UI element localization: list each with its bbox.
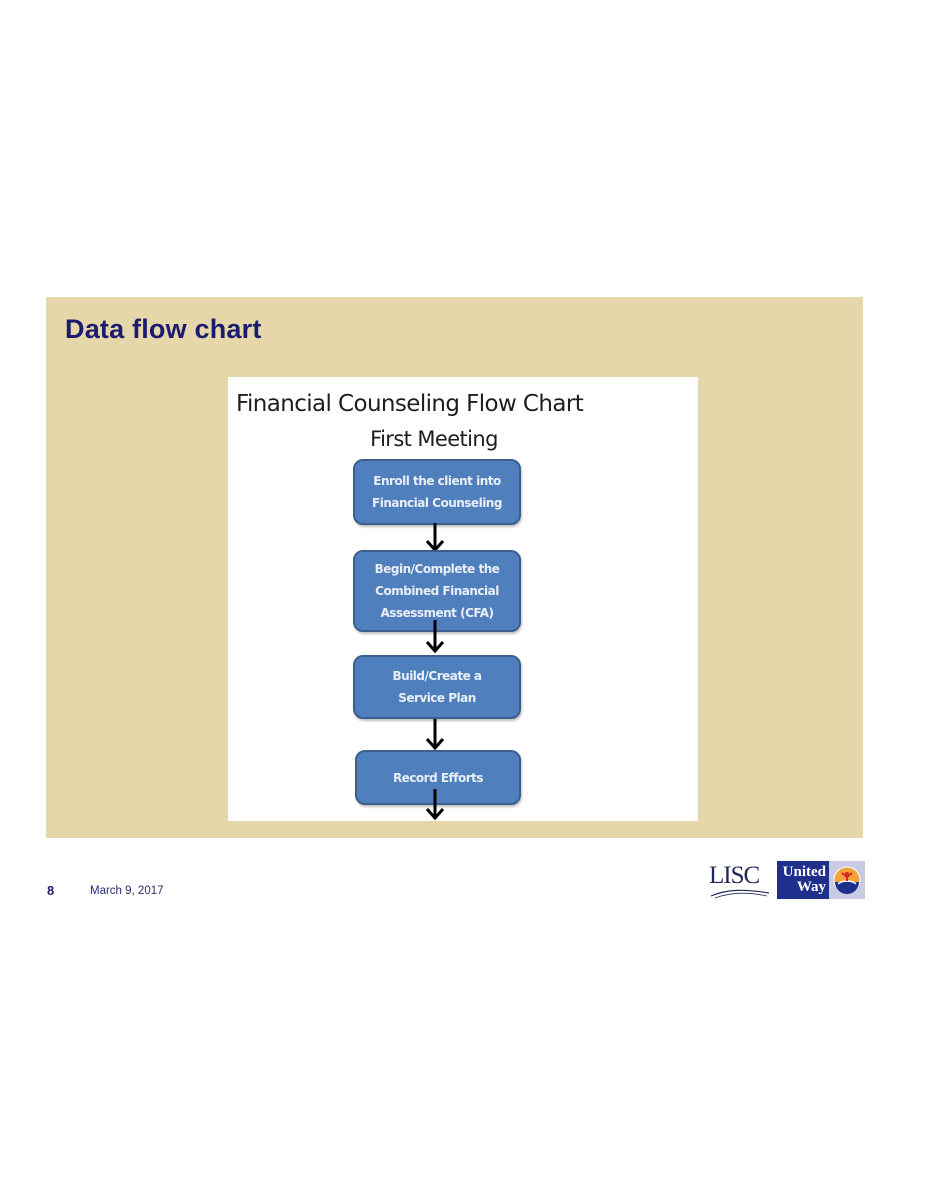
step-line: Record Efforts bbox=[392, 770, 484, 785]
flowchart-subtitle: First Meeting bbox=[370, 427, 498, 451]
step-line: Assessment (CFA) bbox=[380, 606, 494, 620]
lisc-swoosh-icon bbox=[710, 889, 770, 899]
slide-date: March 9, 2017 bbox=[90, 885, 164, 897]
flow-step-service-plan: Build/Create a Service Plan bbox=[353, 655, 521, 719]
step-line: Combined Financial bbox=[375, 584, 499, 598]
lisc-logo-text: LISC bbox=[709, 862, 760, 889]
flow-step-record-efforts: Record Efforts bbox=[355, 750, 521, 805]
step-line: Financial Counseling bbox=[372, 496, 502, 510]
flow-step-enroll: Enroll the client into Financial Counsel… bbox=[353, 459, 521, 525]
united-way-line1: United bbox=[782, 864, 826, 880]
down-arrow-icon bbox=[425, 523, 445, 553]
flowchart-title: Financial Counseling Flow Chart bbox=[236, 391, 584, 417]
down-arrow-icon bbox=[425, 620, 445, 654]
down-arrow-icon bbox=[425, 719, 445, 751]
down-arrow-icon bbox=[425, 789, 445, 821]
flow-step-cfa: Begin/Complete the Combined Financial As… bbox=[353, 550, 521, 632]
slide-title: Data flow chart bbox=[65, 314, 262, 344]
lisc-logo: LISC bbox=[709, 862, 771, 900]
page-number: 8 bbox=[47, 883, 55, 898]
united-way-emblem-icon bbox=[829, 861, 865, 899]
united-way-logo: United Way bbox=[777, 861, 865, 899]
flowchart-figure: Financial Counseling Flow Chart First Me… bbox=[228, 377, 698, 821]
united-way-line2: Way bbox=[796, 879, 826, 895]
united-way-text: United Way bbox=[777, 861, 829, 899]
step-line: Begin/Complete the bbox=[374, 562, 500, 576]
step-line: Build/Create a bbox=[392, 669, 483, 683]
slide-content-panel: Data flow chart Financial Counseling Flo… bbox=[46, 297, 863, 838]
step-line: Enroll the client into bbox=[373, 474, 501, 488]
step-line: Service Plan bbox=[398, 691, 476, 705]
